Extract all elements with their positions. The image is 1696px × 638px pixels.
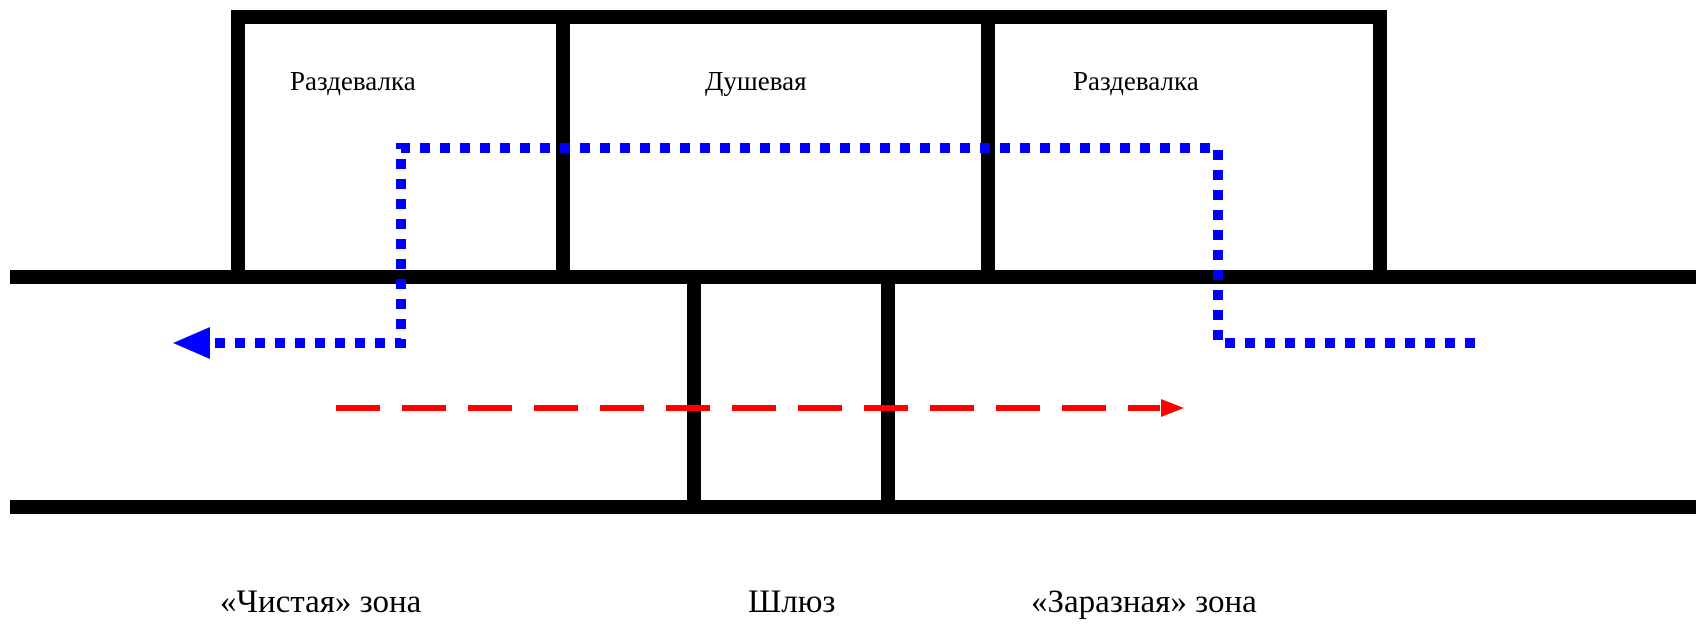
infectious-zone-label: «Заразная» зона: [1031, 584, 1257, 620]
dirty-path-arrowhead: [1161, 399, 1184, 417]
left-changing-room-label: Раздевалка: [290, 66, 416, 96]
clean-path-arrowhead: [173, 327, 210, 359]
shower-room-label: Душевая: [705, 66, 807, 96]
airlock-label: Шлюз: [748, 584, 836, 620]
building-outline: [231, 10, 1387, 277]
walls: [10, 10, 1696, 514]
right-changing-room-label: Раздевалка: [1073, 66, 1199, 96]
clean-zone-label: «Чистая» зона: [220, 584, 422, 620]
clean-path-dotted: [212, 143, 1475, 348]
